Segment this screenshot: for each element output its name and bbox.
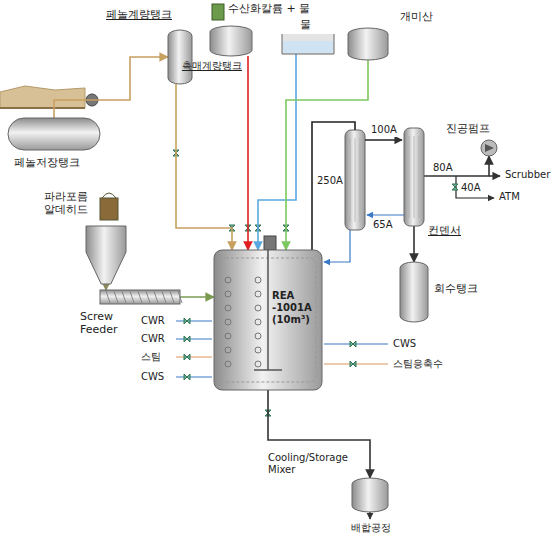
vessel-shape bbox=[352, 478, 388, 512]
vessel-node: 페놀저장탱크 bbox=[8, 118, 100, 150]
vessel-shape bbox=[400, 262, 428, 322]
vessel-label: 수산화칼륨 + 물 bbox=[228, 2, 310, 15]
line-label: 250A bbox=[316, 175, 344, 188]
line-label: Scrubber bbox=[504, 169, 551, 182]
vessel-shape bbox=[8, 118, 100, 150]
vessel-label: REA -1001A (10m³) bbox=[272, 290, 318, 326]
pipe-line bbox=[413, 226, 415, 262]
line-label: 100A bbox=[370, 124, 398, 137]
vessel-node: Cooling/Storage Mixer bbox=[352, 478, 388, 512]
pipe-line bbox=[424, 156, 489, 176]
vessel-shape bbox=[100, 290, 180, 304]
pipe-line bbox=[258, 54, 296, 250]
vessel-shape bbox=[480, 140, 498, 156]
line-label: 스팀응축수 bbox=[392, 358, 444, 371]
vessel-node: 컨덴서 bbox=[404, 128, 424, 226]
line-label: CWS bbox=[140, 371, 165, 384]
line-label: CWR bbox=[140, 333, 166, 346]
pipe-line bbox=[176, 84, 232, 250]
vessel-shape bbox=[210, 26, 252, 56]
line-label: 40A bbox=[460, 182, 482, 195]
vessel-node: 수산화칼륨 + 물촉매계량탱크 bbox=[210, 26, 252, 56]
line-label: ATM bbox=[498, 191, 521, 204]
pipe-line bbox=[54, 57, 168, 118]
vessel-node: 페놀계량탱크 bbox=[168, 30, 192, 84]
vessel-node: 진공펌프 bbox=[480, 140, 498, 156]
vessel-label: 페놀저장탱크 bbox=[14, 156, 80, 169]
vessel-label: Cooling/Storage Mixer bbox=[268, 452, 348, 476]
line-label: CWS bbox=[392, 338, 417, 351]
vessel-shape bbox=[348, 28, 388, 60]
line-label: 80A bbox=[432, 162, 454, 175]
vessel-label: 페놀계량탱크 bbox=[106, 8, 172, 21]
pipe-line bbox=[268, 390, 370, 478]
vessel-shape bbox=[282, 34, 334, 54]
vessel-label: Screw Feeder bbox=[80, 310, 124, 336]
vessel-label: 개미산 bbox=[400, 10, 433, 23]
vessel-node: 파라포름 알데히드 bbox=[86, 226, 126, 284]
line-label: 배합공정 bbox=[350, 522, 392, 535]
vessel-label: 물 bbox=[300, 18, 311, 31]
vessel-label: 촉매계량탱크 bbox=[182, 60, 242, 72]
vessel-shape bbox=[86, 226, 126, 284]
pipe-line bbox=[286, 60, 368, 250]
vessel-node: 개미산 bbox=[348, 28, 388, 60]
vessel-node: 물 bbox=[282, 34, 334, 54]
vessel-node: REA -1001A (10m³) bbox=[214, 250, 322, 390]
pipe-line bbox=[247, 56, 249, 250]
vessel-node: Screw Feeder bbox=[100, 290, 180, 304]
vessel-label: 파라포름 알데히드 bbox=[44, 190, 92, 216]
pipe-line bbox=[105, 284, 107, 290]
line-label: CWR bbox=[140, 315, 166, 328]
vessel-label: 컨덴서 bbox=[428, 224, 461, 237]
line-label: 65A bbox=[372, 219, 394, 232]
vessel-label: 진공펌프 bbox=[446, 122, 490, 135]
vessel-shape bbox=[404, 128, 424, 226]
vessel-node: 회수탱크 bbox=[400, 262, 428, 322]
pipe-line bbox=[180, 296, 214, 298]
vessel-shape bbox=[168, 30, 192, 84]
line-label: 스팀 bbox=[140, 351, 162, 364]
vessel-label: 회수탱크 bbox=[434, 282, 478, 295]
